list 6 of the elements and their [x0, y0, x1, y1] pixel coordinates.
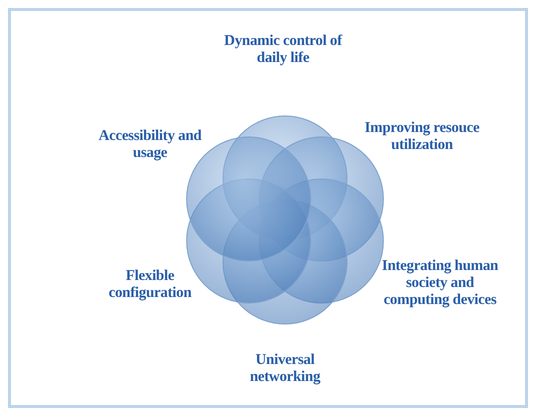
feature-label: Universal networking: [248, 352, 322, 386]
feature-label: Dynamic control of daily life: [223, 33, 344, 67]
feature-label: Integrating human society and computing devices: [380, 258, 500, 309]
feature-label: Flexible configuration: [108, 268, 192, 302]
feature-label: Improving resouce utilization: [364, 120, 480, 154]
feature-label: Accessibility and usage: [98, 128, 202, 162]
